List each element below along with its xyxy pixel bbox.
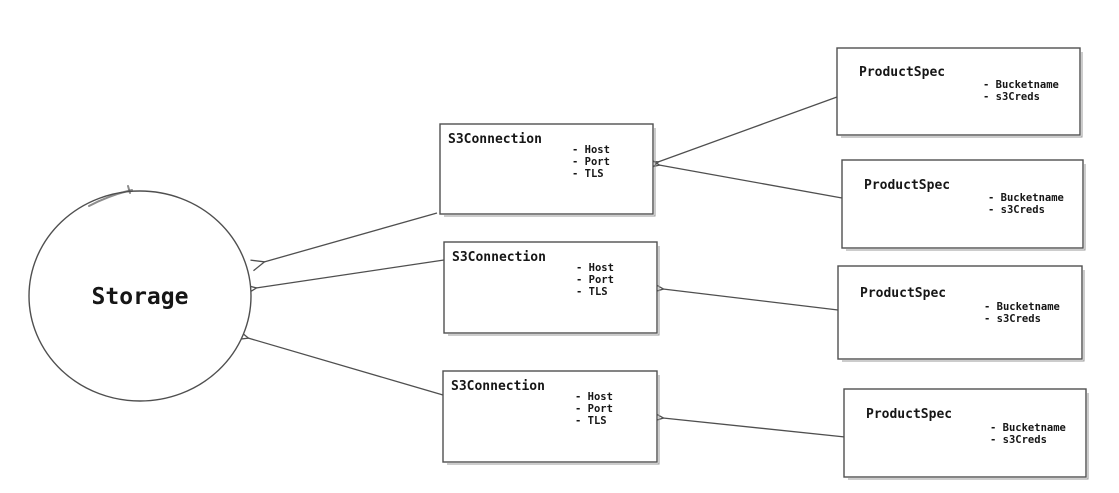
productspec-3-box[interactable]	[837, 265, 1083, 360]
s3connection-1-sketch-shadow	[444, 128, 656, 217]
productspec-1-field-bucketname: - Bucketname	[983, 79, 1059, 91]
s3connection-1-field-host: - Host	[572, 144, 610, 156]
s3connection-2-box[interactable]	[443, 241, 658, 334]
productspec-4-title: ProductSpec	[866, 407, 952, 422]
s3connection-2-field-tls: - TLS	[576, 286, 608, 298]
productspec-2-sketch-shadow	[846, 164, 1086, 251]
s3connection-node-3: S3Connection - Host - Port - TLS	[442, 370, 660, 465]
productspec-1-sketch-shadow	[841, 52, 1083, 138]
s3connection-1-title: S3Connection	[448, 132, 542, 147]
storage-circle-sketch-tick	[127, 185, 131, 194]
s3connection-node-1: S3Connection - Host - Port - TLS	[439, 123, 656, 217]
s3connection-1-field-tls: - TLS	[572, 168, 604, 180]
productspec-node-2: ProductSpec - Bucketname - s3Creds	[841, 159, 1086, 251]
productspec-2-box[interactable]	[841, 159, 1084, 249]
productspec-3-field-bucketname: - Bucketname	[984, 301, 1060, 313]
s3connection-2-title: S3Connection	[452, 250, 546, 265]
arrow-s3connection-3-to-storage[interactable]	[248, 338, 444, 396]
arrow-productspec-3-to-s3connection-2[interactable]	[663, 289, 839, 311]
arrow-productspec-4-to-s3connection-3[interactable]	[663, 418, 846, 438]
productspec-4-field-s3creds: - s3Creds	[990, 434, 1047, 446]
s3connection-3-field-tls: - TLS	[575, 415, 607, 427]
arrow-productspec-1-to-s3connection-1[interactable]	[658, 96, 838, 162]
arrow-productspec-2-to-s3connection-1[interactable]	[659, 165, 843, 199]
storage-node: Storage	[28, 185, 252, 402]
productspec-3-title: ProductSpec	[860, 286, 946, 301]
s3connection-2-field-port: - Port	[576, 274, 614, 286]
storage-circle-sketch-stroke	[88, 189, 133, 207]
s3connection-2-field-host: - Host	[576, 262, 614, 274]
productspec-1-title: ProductSpec	[859, 65, 945, 80]
productspec-2-title: ProductSpec	[864, 178, 950, 193]
productspec-node-3: ProductSpec - Bucketname - s3Creds	[837, 265, 1085, 362]
arrow-s3connection-2-to-storage[interactable]	[256, 259, 445, 288]
productspec-4-field-bucketname: - Bucketname	[990, 422, 1066, 434]
productspec-4-box[interactable]	[843, 388, 1087, 478]
s3connection-3-field-host: - Host	[575, 391, 613, 403]
s3connection-2-sketch-shadow	[448, 246, 660, 336]
storage-label: Storage	[92, 284, 189, 310]
productspec-1-box[interactable]	[836, 47, 1081, 136]
productspec-node-4: ProductSpec - Bucketname - s3Creds	[843, 388, 1089, 480]
storage-circle[interactable]	[28, 190, 252, 402]
productspec-1-field-s3creds: - s3Creds	[983, 91, 1040, 103]
productspec-4-sketch-shadow	[848, 393, 1089, 480]
productspec-2-field-s3creds: - s3Creds	[988, 204, 1045, 216]
s3connection-3-sketch-shadow	[447, 375, 660, 465]
productspec-3-sketch-shadow	[842, 270, 1085, 362]
s3connection-3-box[interactable]	[442, 370, 658, 463]
s3connection-node-2: S3Connection - Host - Port - TLS	[443, 241, 660, 336]
productspec-node-1: ProductSpec - Bucketname - s3Creds	[836, 47, 1083, 138]
arrow-s3connection-1-to-storage[interactable]	[264, 212, 438, 262]
productspec-3-field-s3creds: - s3Creds	[984, 313, 1041, 325]
s3connection-1-box[interactable]	[439, 123, 654, 215]
s3connection-3-title: S3Connection	[451, 379, 545, 394]
s3connection-3-field-port: - Port	[575, 403, 613, 415]
s3connection-1-field-port: - Port	[572, 156, 610, 168]
productspec-2-field-bucketname: - Bucketname	[988, 192, 1064, 204]
